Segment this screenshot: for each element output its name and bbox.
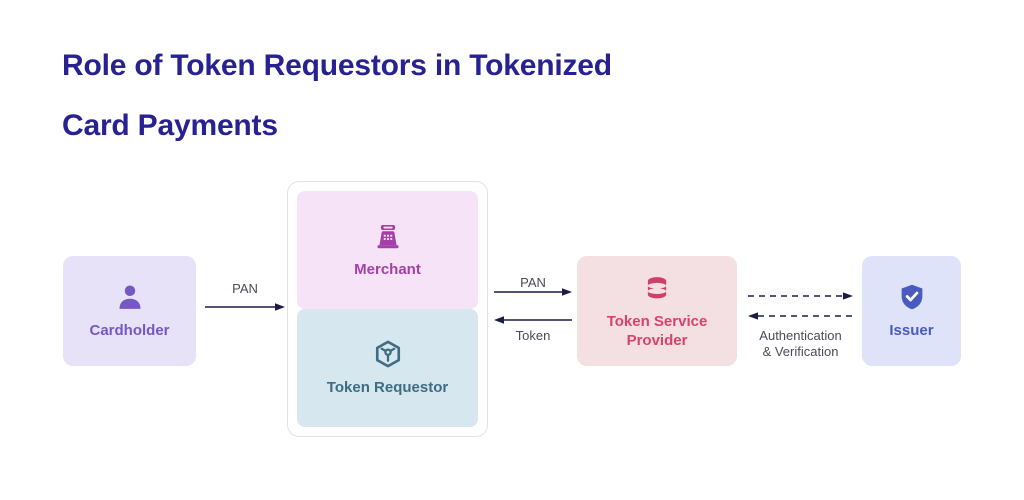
node-merchant[interactable]: Merchant <box>297 191 478 309</box>
node-merchant-label: Merchant <box>354 261 421 278</box>
acceptance-group-container: Merchant Token Requestor <box>287 181 488 437</box>
page-title-line-2: Card Payments <box>62 109 278 142</box>
node-token-service-provider[interactable]: Token Service Provider <box>577 256 737 366</box>
connector-acceptance-to-tsp <box>494 285 572 299</box>
connector-tsp-to-issuer <box>748 290 853 302</box>
node-token-requestor-label: Token Requestor <box>326 379 449 396</box>
connector-label-pan-cardholder: PAN <box>232 281 258 296</box>
connector-label-token: Token <box>515 328 551 343</box>
connector-label-pan-tsp: PAN <box>520 275 546 290</box>
tsp-label-line-2: Provider <box>626 331 688 349</box>
connector-cardholder-to-merchant <box>205 300 285 314</box>
cube-icon <box>373 339 403 369</box>
node-token-service-provider-label: Token Service Provider <box>607 312 708 350</box>
connector-issuer-to-tsp <box>748 310 853 322</box>
person-icon <box>115 282 145 312</box>
shield-check-icon <box>897 282 927 312</box>
node-token-requestor[interactable]: Token Requestor <box>297 309 478 427</box>
node-cardholder-label: Cardholder <box>89 322 170 339</box>
tsp-label-line-1: Token Service <box>606 312 708 330</box>
database-icon <box>642 273 672 303</box>
page-title-line-1: Role of Token Requestors in Tokenized <box>62 49 612 82</box>
connector-label-authentication: Authentication & Verification <box>738 328 863 360</box>
page-title: Role of Token Requestors in Tokenized Ca… <box>62 36 762 156</box>
node-cardholder[interactable]: Cardholder <box>63 256 196 366</box>
node-issuer[interactable]: Issuer <box>862 256 961 366</box>
node-issuer-label: Issuer <box>889 322 934 339</box>
auth-label-line-1: Authentication <box>759 328 842 343</box>
cash-register-icon <box>373 221 403 251</box>
auth-label-line-2: & Verification <box>762 344 839 359</box>
connector-tsp-to-acceptance <box>494 313 572 327</box>
